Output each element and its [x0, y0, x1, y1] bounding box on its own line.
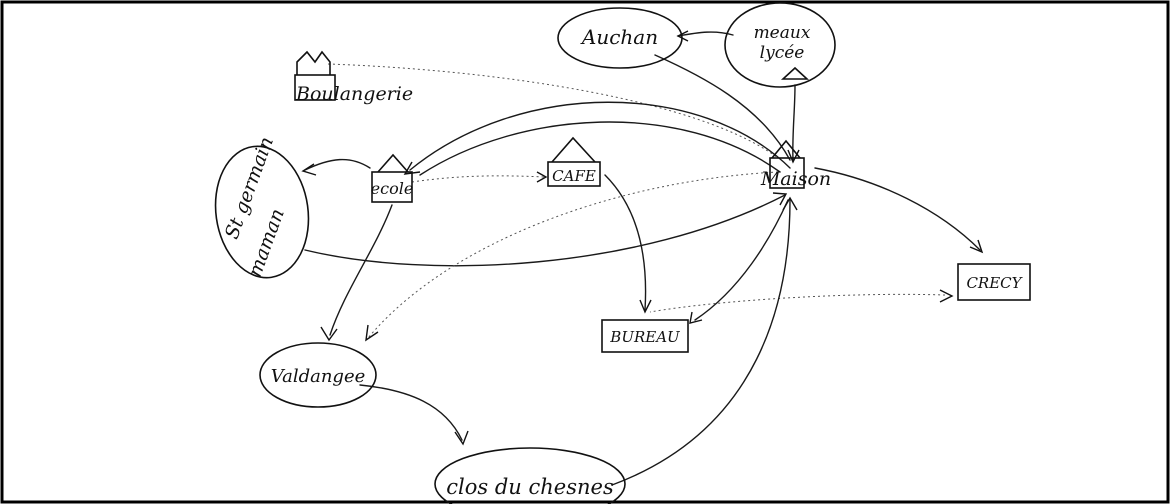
- maison-box: [769, 157, 805, 189]
- house-roof-icon: [377, 153, 409, 173]
- auchan-label: Auchan: [580, 25, 658, 49]
- valdange-node: [259, 342, 377, 408]
- edge-cafe-bureau: [604, 174, 647, 311]
- bureau-label: BUREAU: [609, 328, 681, 346]
- bureau-box: [601, 319, 689, 353]
- edge-ecole-stgermain: [304, 158, 371, 171]
- crecy-label: CRECY: [966, 274, 1023, 292]
- arrow-head: [365, 324, 379, 342]
- arrow-head: [454, 430, 469, 446]
- arrow-head: [939, 289, 954, 303]
- edge-clos-maison: [611, 199, 791, 486]
- building-marker-icon: [780, 66, 810, 80]
- lycee-label: lycée: [760, 43, 805, 63]
- edge-auchan-maison: [654, 54, 791, 161]
- st-germain-maman-node: [214, 145, 310, 279]
- arrow-head: [639, 299, 652, 314]
- arrow-head: [689, 311, 703, 324]
- edge-meaux-auchan: [677, 31, 734, 37]
- ecole-label: ecole: [371, 179, 414, 198]
- arrow-head: [772, 192, 788, 206]
- edge-ecole-cafe: [411, 175, 546, 183]
- boulangerie-label: Boulangerie: [295, 83, 413, 105]
- clos-label: clos du chesnes: [446, 475, 614, 499]
- boulangerie-box: [294, 74, 336, 101]
- house-icon: [296, 50, 331, 75]
- arrow-head: [403, 161, 421, 175]
- house-roof-icon: [771, 139, 801, 159]
- edge-maison-crecy: [814, 167, 981, 251]
- arrow-head: [536, 171, 548, 183]
- arrow-head: [969, 239, 984, 254]
- house-roof-icon: [551, 136, 596, 163]
- edge-stgermain-maison: [304, 194, 786, 267]
- maison-label: Maison: [760, 168, 831, 190]
- meaux-label: meaux: [754, 23, 811, 43]
- auchan-node: [557, 7, 683, 69]
- maman-label: maman: [244, 206, 289, 280]
- edge-maison-valdange: [367, 171, 779, 339]
- edge-valdange-clos: [359, 384, 463, 441]
- cafe-box: [547, 161, 601, 187]
- edge-bureau-maison: [694, 199, 789, 321]
- edge-crecy-bureau: [649, 293, 946, 313]
- edge-meaux-maison: [792, 84, 796, 161]
- cafe-label: CAFE: [552, 167, 596, 185]
- edge-boulangerie-maison: [327, 63, 779, 159]
- arrow-head: [320, 326, 338, 342]
- arrow-head: [676, 30, 689, 42]
- valdange-label: Valdangee: [271, 366, 366, 387]
- edge-maison-ecole: [409, 101, 791, 171]
- edge-ecole-valdange: [329, 204, 393, 336]
- edge-maison-ecole-2: [419, 121, 781, 176]
- clos-du-chesnes-node: [434, 447, 626, 504]
- arrow-head: [782, 196, 798, 211]
- meaux-lycee-node: [724, 2, 836, 88]
- crecy-box: [957, 263, 1031, 301]
- ecole-box: [371, 171, 413, 203]
- arrow-head: [301, 163, 317, 176]
